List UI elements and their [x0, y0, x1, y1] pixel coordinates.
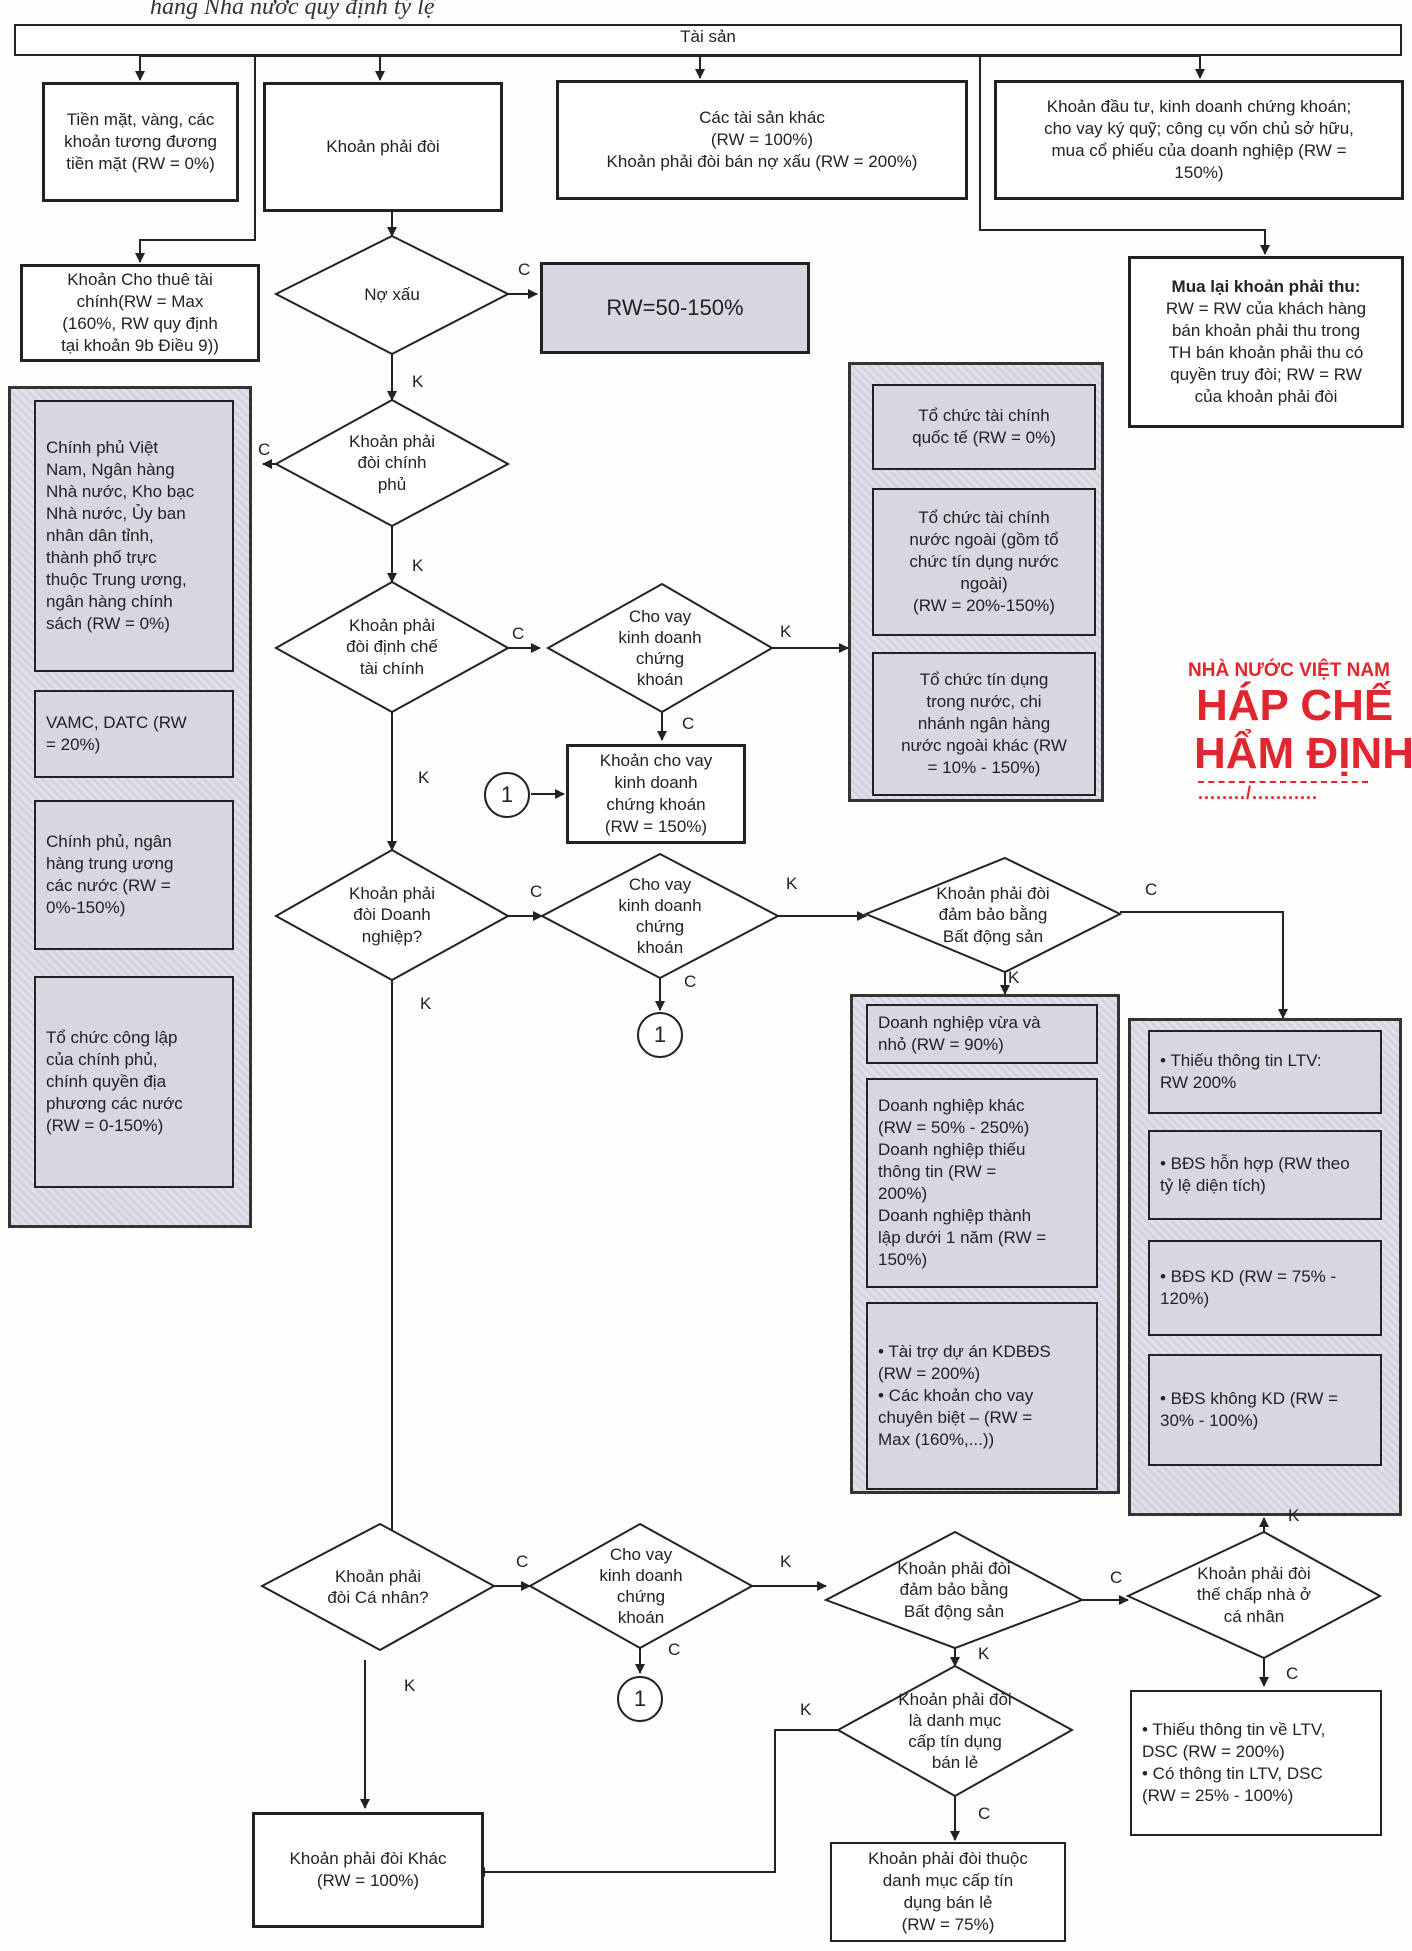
re-panel-item-2: • BĐS KD (RW = 75% - 120%) [1148, 1240, 1382, 1336]
yes-label: C [512, 624, 525, 643]
corp-panel-item-1: Doanh nghiệp khác (RW = 50% - 250%) Doan… [866, 1078, 1098, 1288]
retail-portfolio-75-box: Khoản phải đòi thuộc danh mục cấp tín dụ… [830, 1842, 1066, 1942]
receivables-box: Khoản phải đòi [263, 82, 503, 212]
securities-investment-box: Khoản đầu tư, kinh doanh chứng khoán; ch… [994, 80, 1404, 200]
decision-corp-re: Khoản phải đòi đảm bảo bằng Bất động sản [936, 884, 1050, 946]
repurchase-body: RW = RW của khách hàng bán khoản phải th… [1165, 298, 1367, 407]
decision-sec2: Cho vay kinh doanh chứng khoán [618, 874, 702, 958]
decision-sec2-shape [539, 852, 781, 980]
review-stamp: NHÀ NƯỚC VIỆT NAM HÁP CHẾ HẨM ĐỊNH .....… [1188, 660, 1412, 808]
no-label: K [404, 1676, 416, 1695]
no-label: K [800, 1700, 812, 1719]
yes-label: C [668, 1640, 681, 1659]
gov-panel-item-2: Chính phủ, ngân hàng trung ương các nước… [34, 800, 234, 950]
decision-npl: Nợ xấu [364, 285, 420, 305]
decision-corp: Khoản phải đòi Doanh nghiệp? [348, 884, 436, 946]
decision-fin-inst: Khoản phải đòi định chế tài chính [346, 616, 438, 678]
stamp-line-4: ......../........... [1198, 780, 1368, 804]
mortgage-risk-weight-box: • Thiếu thông tin về LTV, DSC (RW = 200%… [1130, 1690, 1382, 1836]
no-label: K [780, 1552, 792, 1571]
connector-1-c: 1 [617, 1676, 663, 1722]
no-label: K [412, 556, 424, 575]
other-claims-box: Khoản phải đòi Khác (RW = 100%) [252, 1812, 484, 1928]
no-label: K [978, 1644, 990, 1663]
finance-leasing-box: Khoản Cho thuê tài chính(RW = Max (160%,… [20, 264, 260, 362]
no-label: K [780, 622, 792, 641]
gov-panel-item-1: VAMC, DATC (RW = 20%) [34, 690, 234, 778]
corp-panel-item-2: • Tài trợ dự án KDBĐS (RW = 200%) • Các … [866, 1302, 1098, 1490]
decision-gov: Khoản phải đòi chính phủ [348, 432, 436, 494]
re-panel-item-3: • BĐS không KD (RW = 30% - 100%) [1148, 1354, 1382, 1466]
yes-label: C [1286, 1664, 1299, 1683]
no-label: K [420, 994, 432, 1013]
fin-panel-item-1: Tổ chức tài chính nước ngoài (gồm tổ chứ… [872, 488, 1096, 636]
decision-mortgage: Khoản phải đòi thế chấp nhà ở cá nhân [1196, 1564, 1312, 1626]
decision-corp-re-shape [863, 856, 1123, 974]
npl-risk-weight-box: RW=50-150% [540, 262, 810, 354]
decision-npl-shape [273, 234, 511, 356]
decision-indiv-re: Khoản phải đòi đảm bảo bằng Bất động sản [897, 1559, 1011, 1621]
yes-label: C [682, 714, 695, 733]
decision-sec3: Cho vay kinh doanh chứng khoán [599, 1544, 683, 1628]
yes-label: C [684, 972, 697, 991]
decision-indiv: Khoản phải đòi Cá nhân? [327, 1566, 429, 1607]
re-panel-item-1: • BĐS hỗn hợp (RW theo tỷ lệ diện tích) [1148, 1130, 1382, 1220]
repurchase-title: Mua lại khoản phải thu: [1171, 276, 1361, 296]
gov-panel-item-3: Tổ chức công lập của chính phủ, chính qu… [34, 976, 234, 1188]
corp-panel-item-0: Doanh nghiệp vừa và nhỏ (RW = 90%) [866, 1004, 1098, 1064]
stamp-line-3: HẨM ĐỊNH [1194, 729, 1412, 779]
no-label: K [1288, 1506, 1300, 1525]
no-label: K [786, 874, 798, 893]
assets-top-bar: Tài sản [14, 24, 1402, 56]
decision-retail: Khoản phải đòi là danh mục cấp tín dụng … [898, 1689, 1012, 1773]
decision-retail-shape [835, 1664, 1075, 1798]
yes-label: C [978, 1804, 991, 1823]
stamp-line-1: NHÀ NƯỚC VIỆT NAM [1188, 660, 1390, 681]
receivables-repurchase-box: Mua lại khoản phải thu: RW = RW của khác… [1128, 256, 1404, 428]
decision-sec1: Cho vay kinh doanh chứng khoán [618, 606, 702, 690]
stamp-line-2: HÁP CHẾ [1196, 681, 1394, 730]
page-heading-fragment: hàng Nhà nước quy định tỷ lệ [150, 0, 435, 20]
fin-panel-item-2: Tổ chức tín dụng trong nước, chi nhánh n… [872, 652, 1096, 796]
decision-corp-shape [273, 848, 511, 982]
yes-label: C [1145, 880, 1158, 899]
connector-1-b: 1 [637, 1012, 683, 1058]
yes-label: C [258, 440, 271, 459]
decision-indiv-re-shape [823, 1530, 1085, 1650]
decision-sec1-shape [545, 582, 774, 714]
gov-panel-item-0: Chính phủ Việt Nam, Ngân hàng Nhà nước, … [34, 400, 234, 672]
securities-loan-150-box: Khoản cho vay kinh doanh chứng khoán (RW… [566, 744, 746, 844]
no-label: K [412, 372, 424, 391]
yes-label: C [516, 1552, 529, 1571]
cash-box: Tiền mặt, vàng, các khoản tương đương ti… [42, 82, 239, 202]
connector-1-a: 1 [484, 772, 530, 818]
decision-mortgage-shape [1125, 1530, 1383, 1660]
fin-panel-item-0: Tổ chức tài chính quốc tế (RW = 0%) [872, 384, 1096, 470]
no-label: K [1008, 968, 1020, 987]
other-assets-box: Các tài sản khác (RW = 100%) Khoản phải … [556, 80, 968, 200]
decision-fin-inst-shape [273, 580, 511, 714]
yes-label: C [518, 260, 531, 279]
yes-label: C [530, 882, 543, 901]
decision-indiv-shape [259, 1522, 497, 1652]
decision-sec3-shape [527, 1522, 755, 1650]
no-label: K [418, 768, 430, 787]
decision-gov-shape [273, 398, 511, 528]
yes-label: C [1110, 1568, 1123, 1587]
re-panel-item-0: • Thiếu thông tin LTV: RW 200% [1148, 1030, 1382, 1114]
